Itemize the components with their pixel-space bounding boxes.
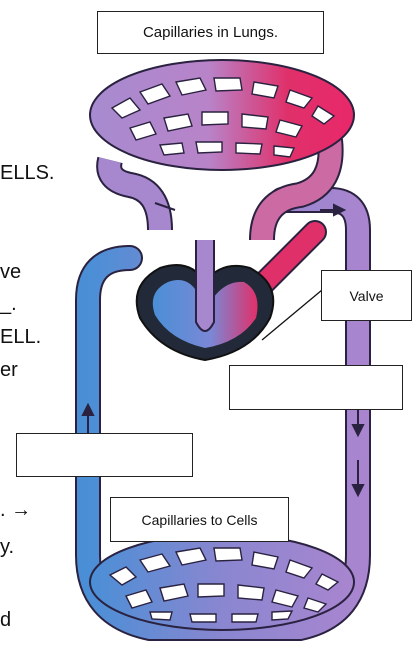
body-capillaries (90, 534, 354, 630)
label-valve: Valve (321, 270, 412, 321)
blank-label-box-left (16, 433, 193, 477)
text-fragment: y. (0, 537, 14, 557)
label-valve-text: Valve (350, 288, 384, 304)
text-fragment: _. (0, 294, 17, 314)
label-capillaries-cells: Capillaries to Cells (110, 497, 289, 542)
text-fragment: . → (0, 500, 31, 520)
label-capillaries-lungs-text: Capillaries in Lungs. (143, 24, 278, 41)
text-fragment: d (0, 610, 11, 630)
label-capillaries-lungs: Capillaries in Lungs. (97, 11, 324, 54)
text-fragment: ve (0, 262, 21, 282)
label-capillaries-cells-text: Capillaries to Cells (142, 512, 258, 528)
heart (137, 240, 274, 360)
text-fragment: ELL. (0, 327, 41, 347)
text-fragment: er (0, 360, 18, 380)
blank-label-box-right (229, 365, 403, 410)
text-fragment: ELLS. (0, 163, 54, 183)
